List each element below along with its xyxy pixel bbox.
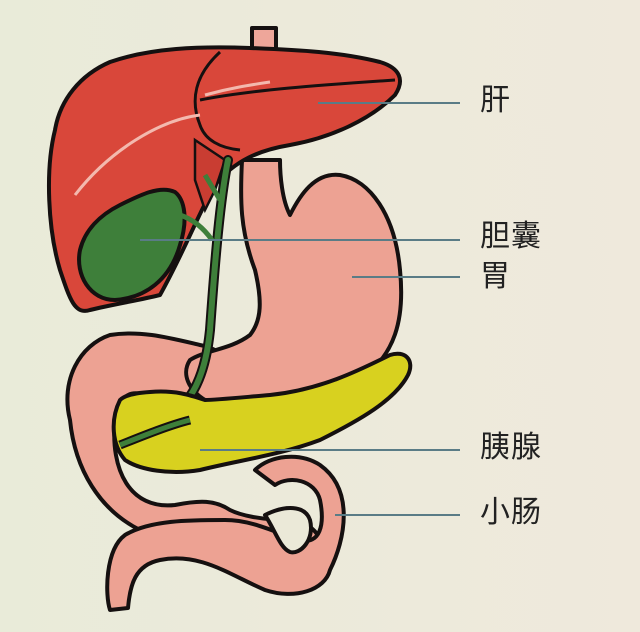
label-liver: 肝 xyxy=(480,83,511,118)
label-small-intestine: 小肠 xyxy=(480,495,542,530)
pancreas-illustration xyxy=(111,351,413,474)
label-gallbladder: 胆囊 xyxy=(480,219,542,254)
leader-lines xyxy=(140,102,460,516)
label-stomach: 胃 xyxy=(480,259,511,294)
small-intestine-illustration xyxy=(65,331,346,612)
label-pancreas: 胰腺 xyxy=(480,430,542,465)
